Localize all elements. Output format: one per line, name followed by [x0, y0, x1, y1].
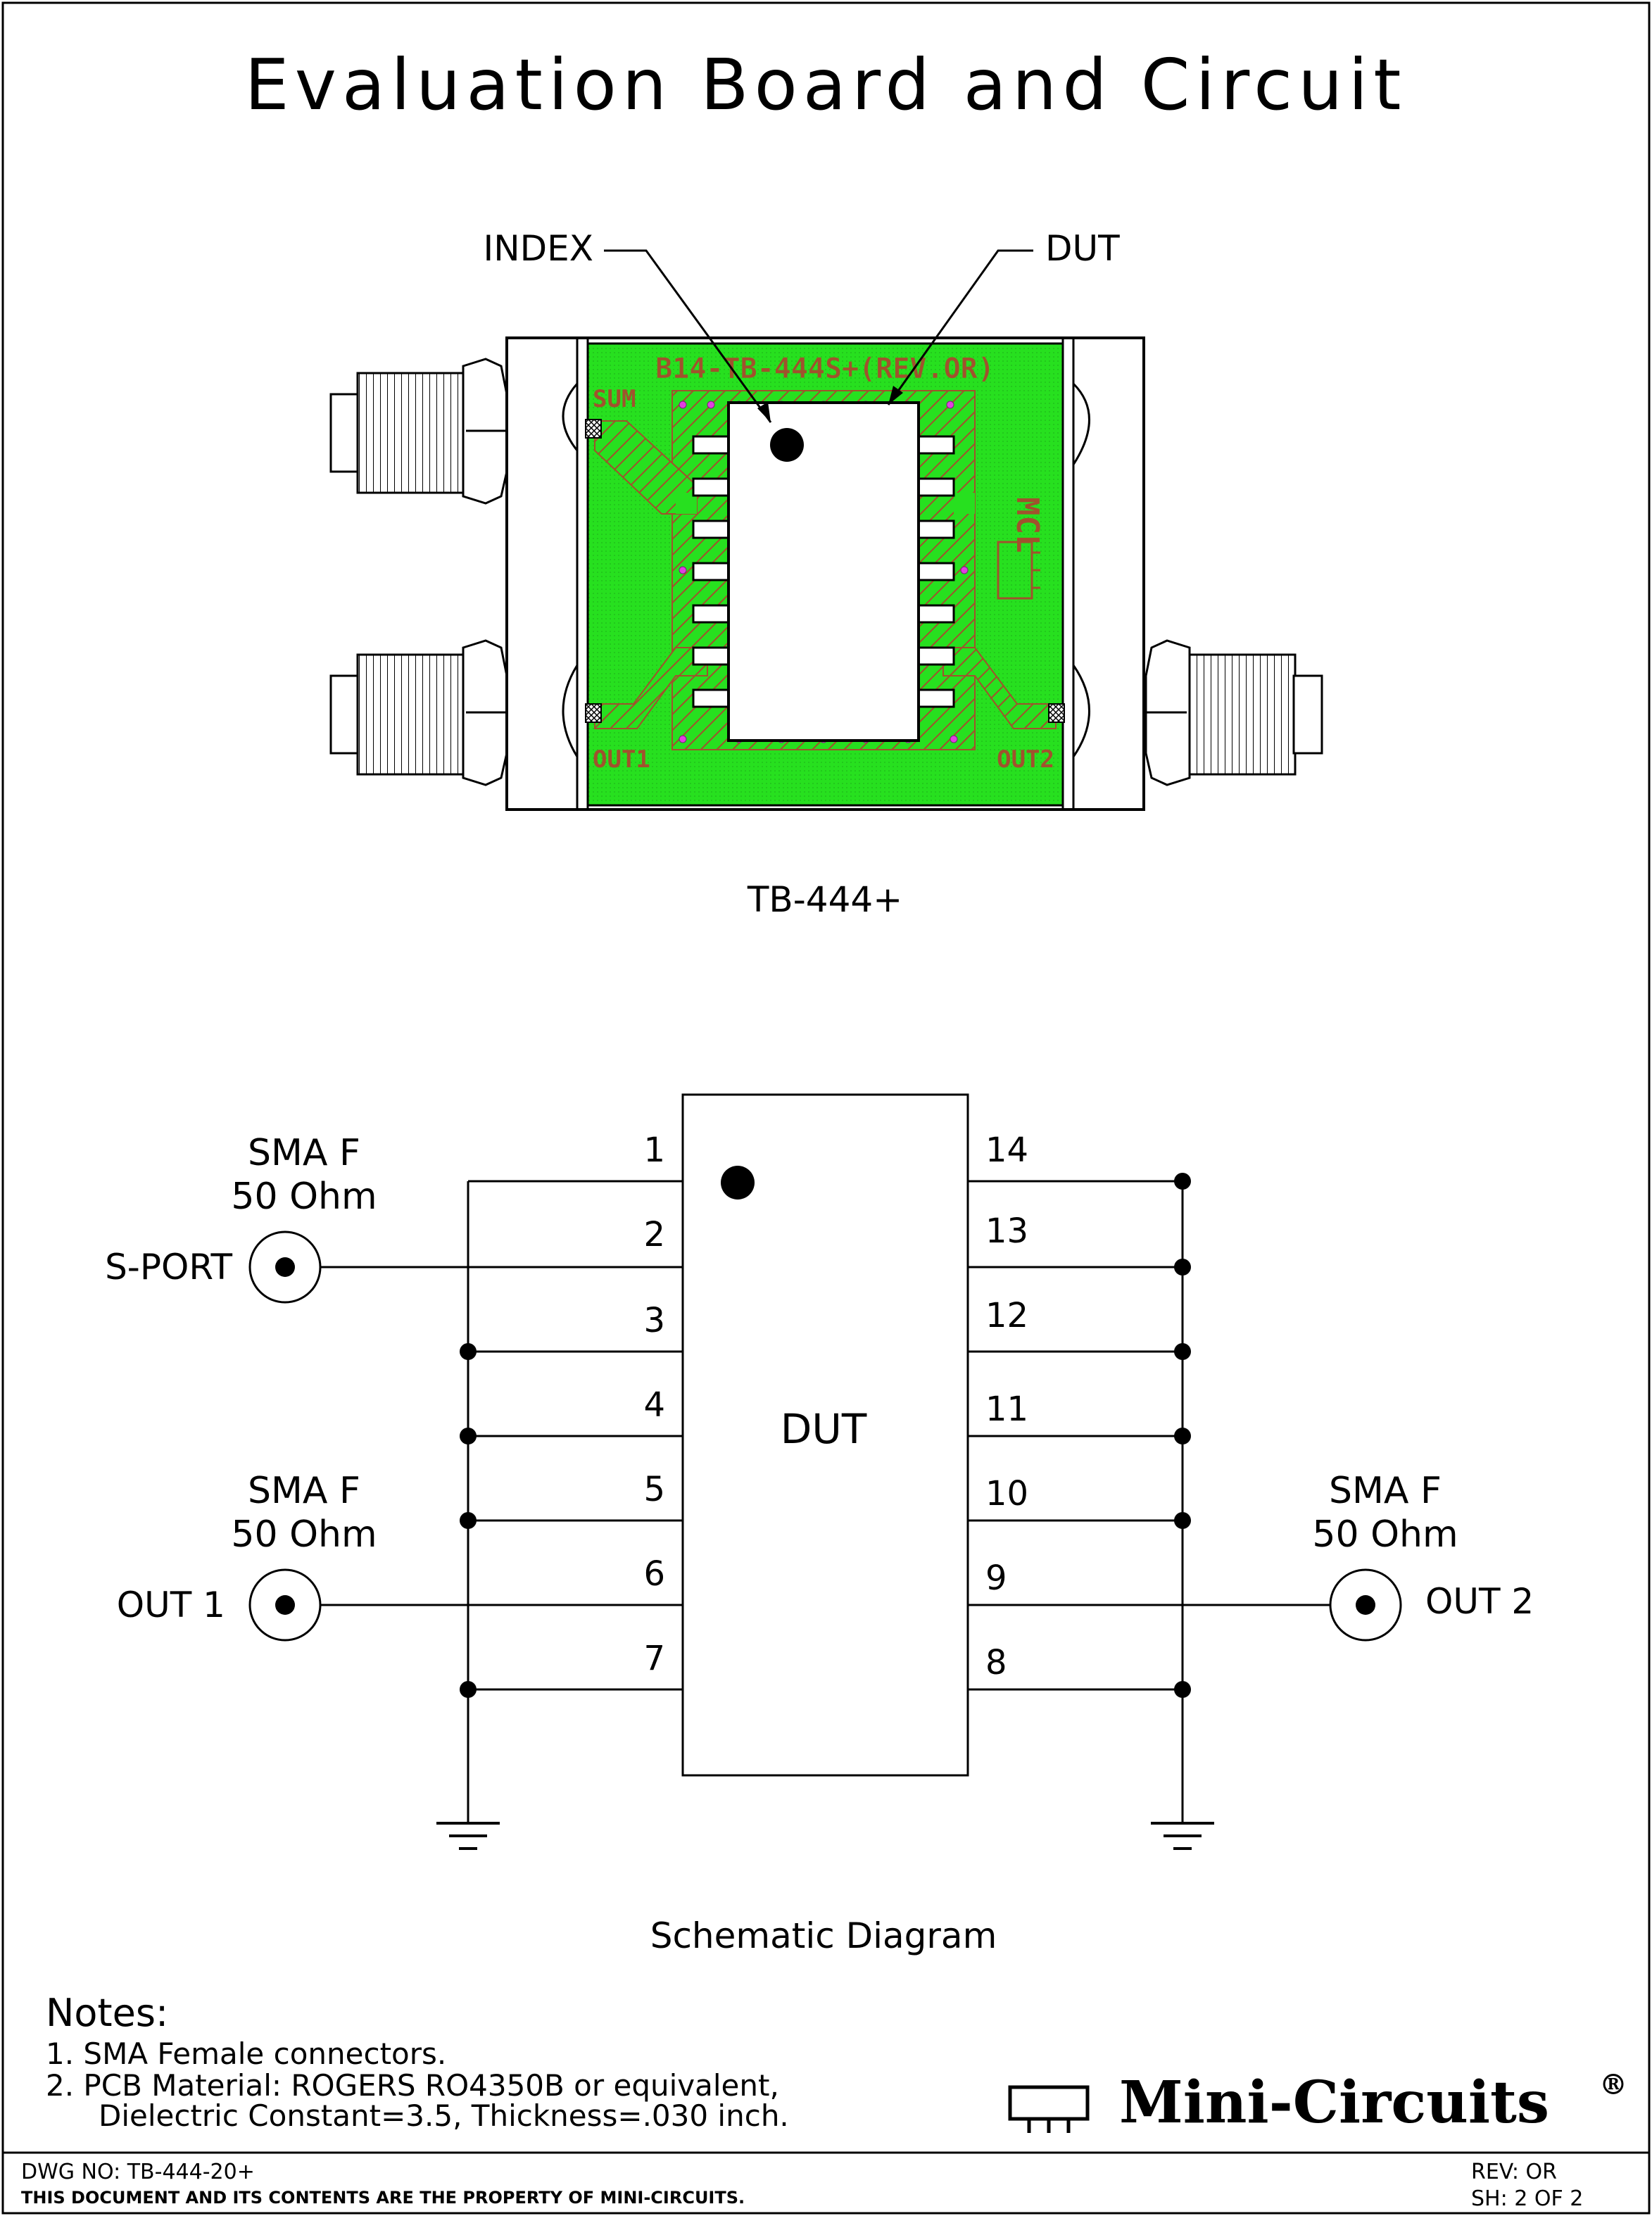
pin-number: 12 [985, 1296, 1028, 1335]
schematic-caption: Schematic Diagram [650, 1915, 997, 1956]
callout-index: INDEX [484, 228, 594, 269]
connector-impedance: 50 Ohm [231, 1513, 377, 1556]
board-silk-id: B14-TB-444S+(REV.OR) [655, 353, 995, 385]
schematic-pin1-dot [721, 1166, 755, 1200]
pin-number: 13 [985, 1211, 1028, 1251]
note-line: Dielectric Constant=3.5, Thickness=.030 … [99, 2098, 789, 2133]
logo-wordmark: Mini-Circuits [1119, 2069, 1549, 2136]
ground-symbol-left [436, 1822, 500, 1850]
board-silk-mcl: MCL [1009, 497, 1045, 553]
pin-number: 8 [985, 1643, 1007, 1682]
sma-connector-left-bottom [329, 639, 508, 786]
pin-number: 7 [643, 1639, 665, 1678]
port-name: S-PORT [105, 1247, 232, 1288]
mini-circuits-logo: Mini-Circuits ® [1008, 2068, 1627, 2136]
notes-block: Notes: 1. SMA Female connectors. 2. PCB … [46, 1991, 789, 2133]
pin-number: 10 [985, 1474, 1028, 1513]
notes-heading: Notes: [46, 1991, 168, 2035]
pin-number: 14 [985, 1131, 1028, 1170]
logo-registered-mark: ® [1599, 2068, 1627, 2101]
connector-out2: SMA F 50 Ohm OUT 2 [1312, 1470, 1534, 1642]
note-line: 2. PCB Material: ROGERS RO4350B or equiv… [46, 2068, 779, 2103]
pin-number: 11 [985, 1390, 1028, 1429]
callout-index-leader [604, 249, 772, 423]
board-dut-body [727, 401, 920, 742]
index-dot [770, 428, 804, 462]
revision: REV: OR [1471, 2160, 1557, 2184]
evaluation-board-drawing: B14-TB-444S+(REV.OR) SUM OUT1 OUT2 MCL I… [329, 228, 1323, 920]
sma-connector-right [1145, 639, 1323, 786]
note-line: 1. SMA Female connectors. [46, 2036, 446, 2071]
board-caption: TB-444+ [747, 879, 902, 920]
connector-impedance: 50 Ohm [1312, 1513, 1458, 1556]
pin-number: 9 [985, 1559, 1007, 1598]
sma-connector-left-top [329, 358, 508, 505]
pin-number: 4 [643, 1385, 665, 1425]
connector-out1: SMA F 50 Ohm OUT 1 [117, 1470, 377, 1642]
pin-number: 1 [643, 1131, 665, 1170]
board-silk-out1: OUT1 [593, 745, 650, 774]
connector-sport: SMA F 50 Ohm S-PORT [105, 1132, 377, 1304]
connector-type: SMA F [248, 1470, 360, 1512]
port-name: OUT 1 [117, 1585, 225, 1625]
board-mcl-mark [997, 541, 1040, 600]
board-silk-out2: OUT2 [997, 745, 1054, 774]
drawing-number: DWG NO: TB-444-20+ [21, 2160, 255, 2184]
pin-number: 6 [643, 1554, 665, 1594]
connector-type: SMA F [248, 1132, 360, 1174]
port-name: OUT 2 [1425, 1581, 1534, 1622]
pin-number: 2 [643, 1215, 665, 1254]
schematic-dut-label: DUT [781, 1405, 867, 1453]
pin-number: 3 [643, 1301, 665, 1340]
connector-impedance: 50 Ohm [231, 1176, 377, 1218]
board-silk-sum: SUM [593, 385, 636, 413]
callout-dut: DUT [1045, 228, 1120, 269]
ground-symbol-right [1151, 1822, 1214, 1850]
schematic-dut-body [681, 1093, 969, 1777]
schematic-diagram: DUT [105, 1093, 1534, 1956]
page-title: Evaluation Board and Circuit [245, 44, 1407, 126]
pin-number: 5 [643, 1470, 665, 1509]
callout-dut-leader [887, 249, 1033, 405]
connector-type: SMA F [1329, 1470, 1442, 1512]
sheet-number: SH: 2 OF 2 [1471, 2186, 1583, 2211]
property-notice: THIS DOCUMENT AND ITS CONTENTS ARE THE P… [21, 2188, 745, 2208]
